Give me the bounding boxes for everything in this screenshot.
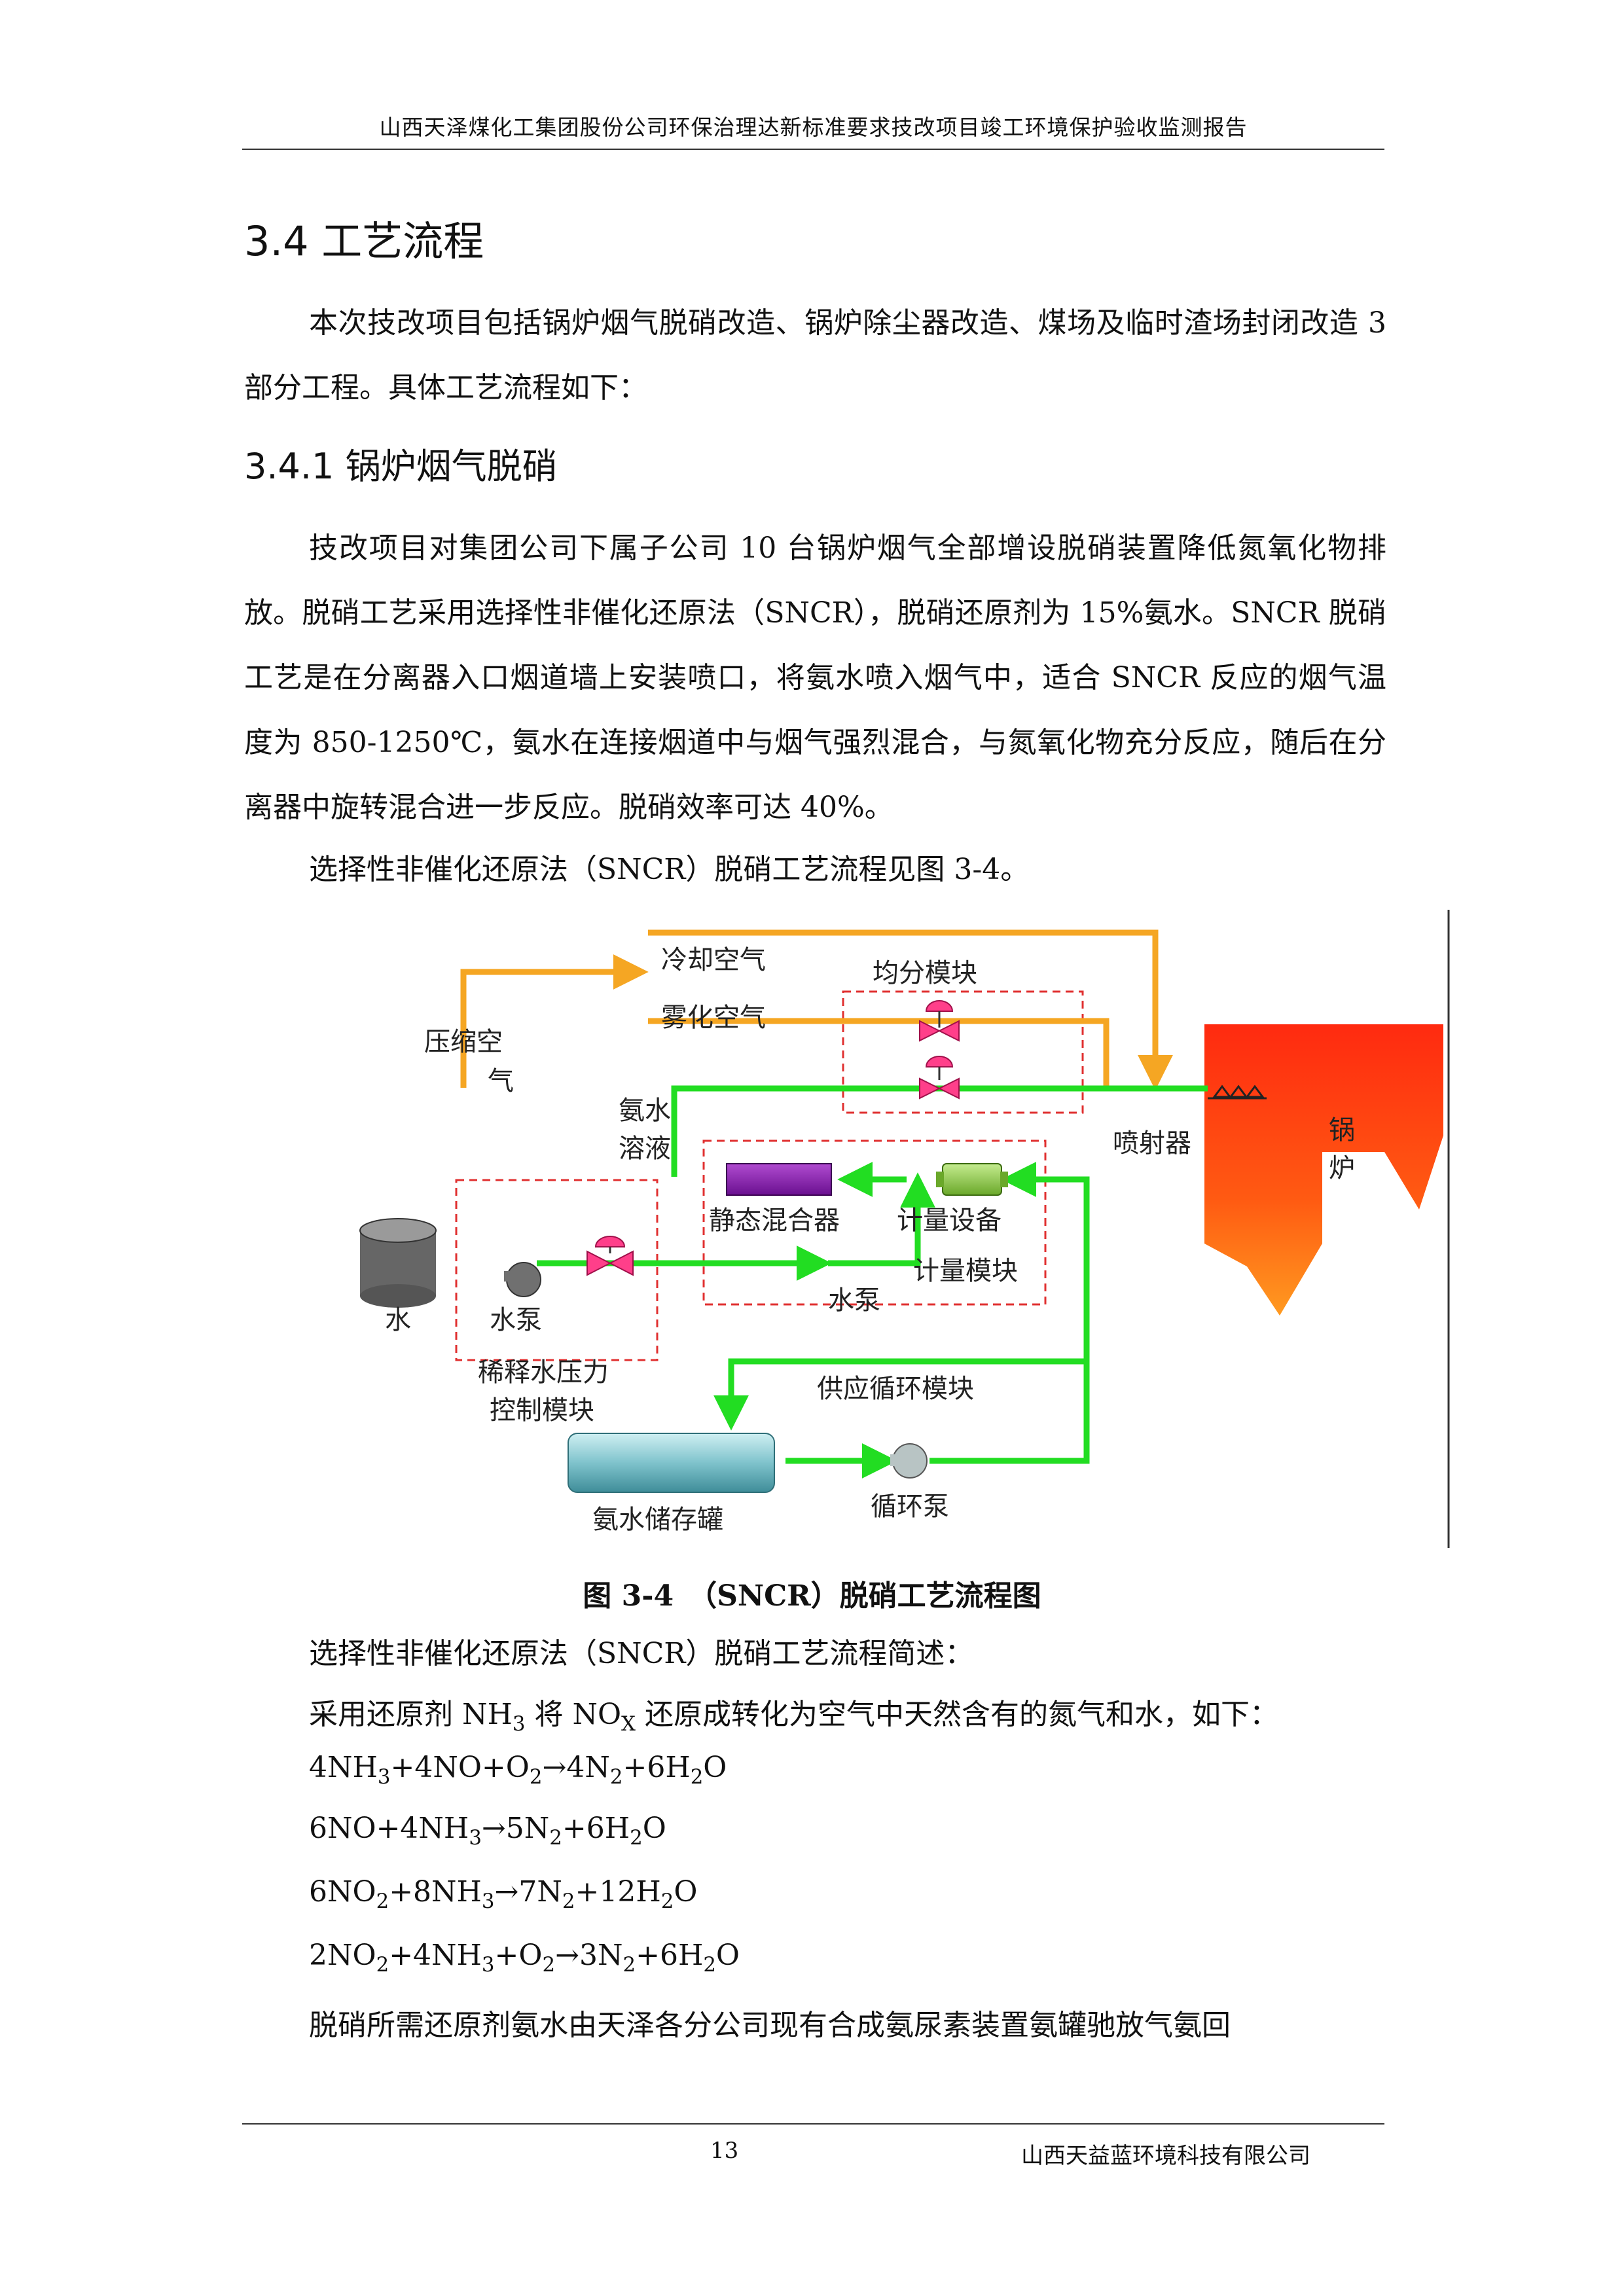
compressed-air-line (460, 954, 649, 1088)
equation-text: 4NH (309, 1751, 378, 1784)
compressed-air-label-2: 气 (488, 1066, 514, 1096)
ammonia-solution-label-2: 溶液 (619, 1134, 671, 1164)
equation-3: 6NO2+8NH3→7N2+12H2O (309, 1875, 697, 1913)
injector-nozzle-icon (1208, 1085, 1267, 1100)
footer-organization: 山西天益蓝环境科技有限公司 (1021, 2143, 1310, 2169)
equation-text: +6H (636, 1939, 704, 1972)
ammonia-solution-line (671, 1085, 1208, 1177)
equation-text: +4NH (389, 1939, 482, 1972)
atomizing-air-label: 雾化空气 (661, 1003, 766, 1033)
reaction-intro: 采用还原剂 NH3 将 NOX 还原成转化为空气中天然含有的氮气和水，如下： (309, 1698, 1278, 1736)
ammonia-solution-label-1: 氨水 (619, 1096, 671, 1126)
subsection-title: 3.4.1 锅炉烟气脱硝 (244, 446, 558, 487)
equation-subscript: 3 (377, 1765, 391, 1789)
equation-subscript: 2 (630, 1825, 643, 1850)
even-module-box (842, 990, 1084, 1114)
ammonia-valve-icon (919, 1056, 960, 1100)
equation-text: +6H (562, 1812, 630, 1845)
water-pump-icon (504, 1262, 541, 1297)
equation-text: →3N (555, 1939, 623, 1972)
equation-subscript: 2 (542, 1952, 556, 1977)
figure-caption: 图 3-4 （SNCR）脱硝工艺流程图 (583, 1579, 1041, 1613)
equation-text: +O (494, 1939, 543, 1972)
dilution-module-label-1: 稀释水压力 (478, 1357, 609, 1388)
dilution-module-label-2: 控制模块 (490, 1395, 594, 1426)
injector-label: 喷射器 (1113, 1128, 1191, 1158)
equation-text: +6H (623, 1751, 691, 1784)
dilution-module-box (455, 1179, 659, 1361)
equation-1: 4NH3+4NO+O2→4N2+6H2O (309, 1751, 727, 1789)
equation-text: O (674, 1875, 698, 1909)
section-title: 3.4 工艺流程 (244, 217, 484, 265)
metering-module-box (702, 1139, 1047, 1306)
footer-rule (242, 2123, 1384, 2125)
equation-text: +12H (575, 1875, 661, 1909)
dilution-valve-icon (586, 1236, 634, 1276)
equation-subscript: 2 (376, 1889, 389, 1913)
circulation-pump-label: 循环泵 (871, 1492, 949, 1522)
static-mixer-label: 静态混合器 (709, 1206, 840, 1236)
equation-text: O (642, 1812, 666, 1845)
metering-device-icon (936, 1163, 1008, 1196)
water-pump-mid-label: 水泵 (828, 1285, 880, 1316)
ammonia-storage-tank-icon (568, 1433, 775, 1493)
cooling-air-label: 冷却空气 (661, 945, 766, 975)
equation-text: +8NH (389, 1875, 482, 1909)
boiler-icon (1204, 1024, 1443, 1316)
sncr-paragraph: 技改项目对集团公司下属子公司 10 台锅炉烟气全部增设脱硝装置降低氮氧化物排放。… (244, 531, 1386, 824)
metering-device-label: 计量设备 (897, 1206, 1001, 1236)
equation-subscript: 2 (703, 1952, 716, 1977)
figure-reference: 选择性非催化还原法（SNCR）脱硝工艺流程见图 3-4。 (309, 853, 1030, 886)
page-number: 13 (710, 2138, 739, 2164)
supply-to-meter-line (1001, 1162, 1090, 1443)
pump-to-supply-line (929, 1440, 1090, 1464)
pump-to-meter-line (900, 1172, 935, 1266)
equation-subscript: 3 (481, 1952, 495, 1977)
equation-text: →4N (542, 1751, 610, 1784)
even-module-label: 均分模块 (873, 958, 977, 988)
equation-text: O (703, 1751, 727, 1784)
static-mixer-icon (726, 1163, 832, 1196)
water-label: 水 (385, 1305, 411, 1335)
return-to-tank-line (713, 1358, 1087, 1431)
running-header: 山西天泽煤化工集团股份公司环保治理达新标准要求技改项目竣工环境保护验收监测报告 (379, 115, 1248, 140)
water-tank-icon (359, 1218, 437, 1308)
equation-text: →5N (481, 1812, 550, 1845)
boiler-label-2: 炉 (1329, 1153, 1355, 1183)
equation-subscript: 2 (562, 1889, 575, 1913)
equation-text: O (715, 1939, 740, 1972)
equation-subscript: 2 (623, 1952, 636, 1977)
equation-4: 2NO2+4NH3+O2→3N2+6H2O (309, 1939, 740, 1977)
equation-text: +4NO+O (390, 1751, 530, 1784)
equation-subscript: 2 (660, 1889, 674, 1913)
intro-paragraph: 本次技改项目包括锅炉烟气脱硝改造、锅炉除尘器改造、煤场及临时渣场封闭改造 3 部… (244, 306, 1386, 404)
equation-subscript: 2 (609, 1765, 623, 1789)
equation-subscript: 3 (469, 1825, 482, 1850)
equation-subscript: 3 (481, 1889, 495, 1913)
equation-subscript: 2 (549, 1825, 562, 1850)
equation-text: 6NO (309, 1875, 376, 1909)
equation-text: →7N (494, 1875, 562, 1909)
summary-title: 选择性非催化还原法（SNCR）脱硝工艺流程简述： (309, 1637, 974, 1670)
equation-subscript: 2 (690, 1765, 704, 1789)
equation-subscript: 2 (529, 1765, 543, 1789)
air-valve-icon (919, 1000, 960, 1042)
last-paragraph-line: 脱硝所需还原剂氨水由天泽各分公司现有合成氨尿素装置氨罐驰放气氨回 (309, 2009, 1231, 2042)
equation-subscript: 2 (376, 1952, 389, 1977)
supply-module-label: 供应循环模块 (817, 1374, 974, 1404)
cooling-air-line (648, 929, 1173, 1090)
circulation-pump-icon (890, 1443, 928, 1479)
header-rule (242, 149, 1384, 150)
boiler-label-1: 锅 (1329, 1115, 1355, 1145)
equation-2: 6NO+4NH3→5N2+6H2O (309, 1812, 666, 1850)
equation-text: 6NO+4NH (309, 1812, 469, 1845)
water-pump-label: 水泵 (490, 1305, 542, 1335)
metering-module-label: 计量模块 (913, 1256, 1018, 1286)
storage-tank-label: 氨水储存罐 (592, 1505, 723, 1535)
equation-text: 2NO (309, 1939, 376, 1972)
compressed-air-label-1: 压缩空 (424, 1027, 503, 1057)
